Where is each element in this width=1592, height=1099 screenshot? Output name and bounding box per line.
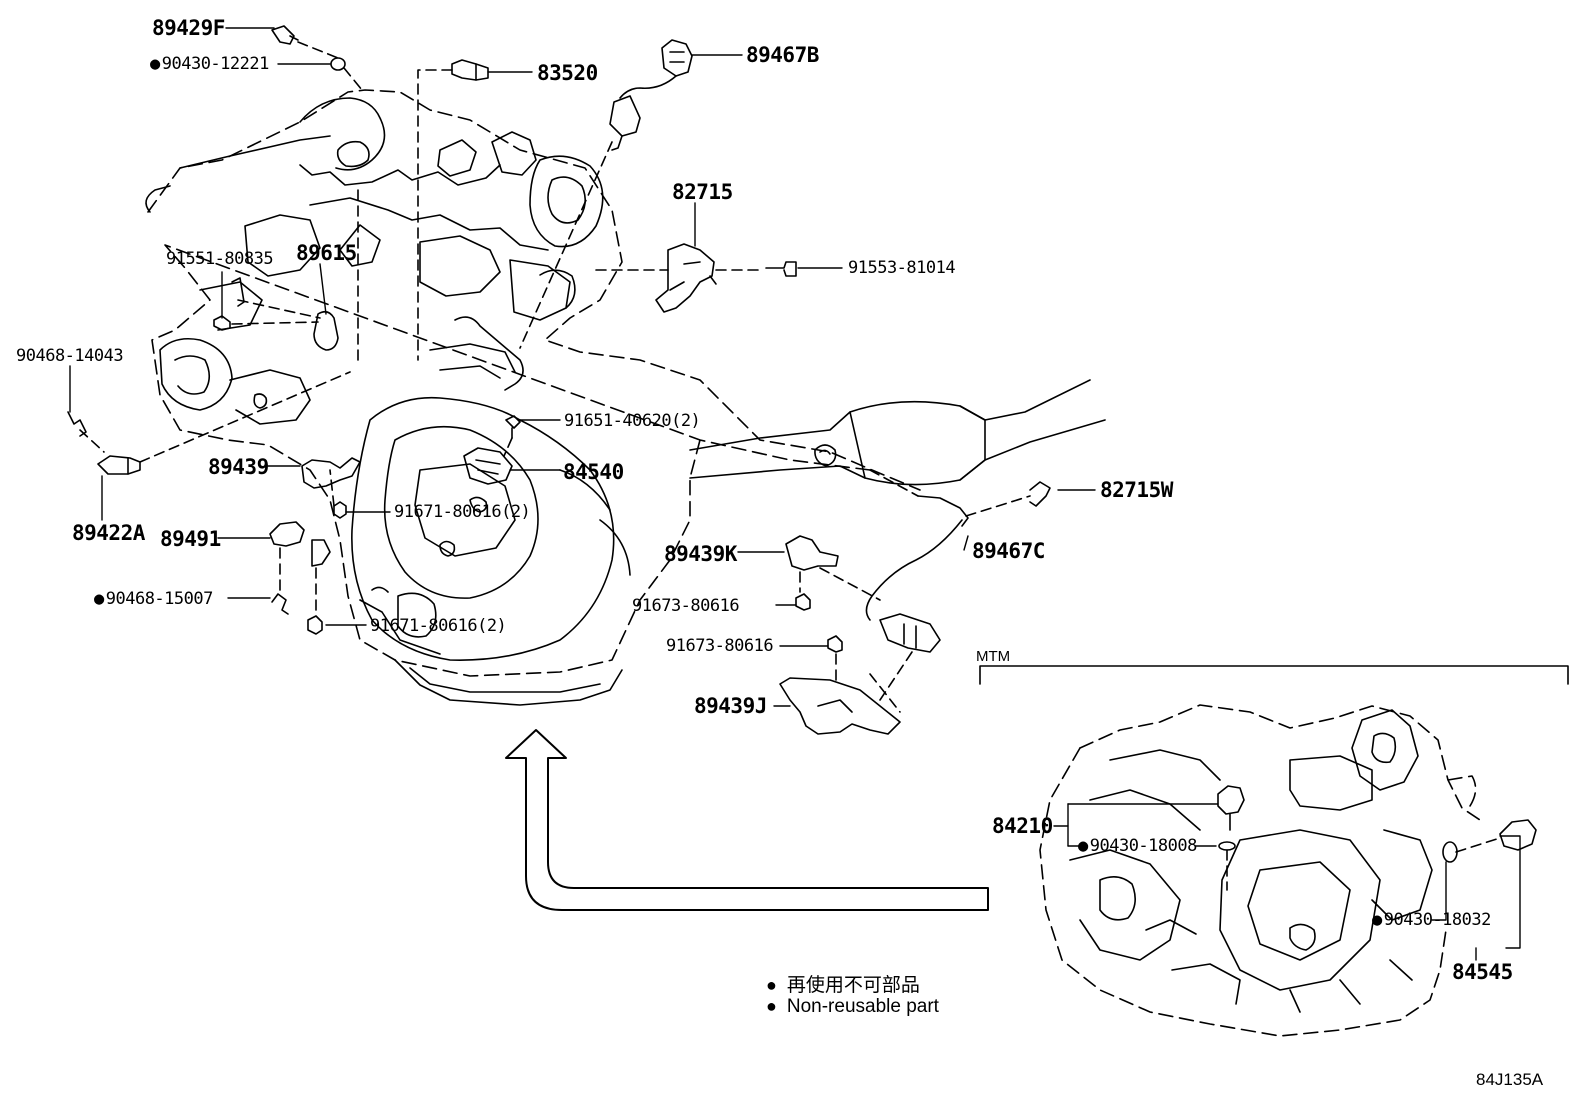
part-label-89467C: 89467C — [972, 539, 1045, 563]
legend-text-jp: 再使用不可部品 — [786, 975, 920, 996]
dashed-guide-lines — [79, 41, 1501, 891]
non-reusable-bullet-icon: ● — [766, 975, 777, 995]
legend-non-reusable-en: ● Non-reusable part — [766, 996, 939, 1018]
part-label-91671-80616-lower: 91671-80616(2) — [370, 616, 507, 636]
legend-non-reusable-jp: ● 再使用不可部品 — [766, 970, 920, 997]
part-label-82715W: 82715W — [1100, 478, 1173, 502]
part-label-89439K: 89439K — [664, 542, 737, 566]
transaxle-illustration — [145, 89, 1106, 706]
part-label-90468-15007: 90468-15007 — [94, 591, 214, 608]
illustration-reference-code: 84J135A — [1476, 1070, 1544, 1089]
mtm-group — [979, 665, 1569, 1037]
part-label-91553-81014: 91553-81014 — [848, 258, 956, 278]
legend-text-en: Non-reusable part — [786, 996, 939, 1017]
mtm-label: MTM — [976, 648, 1011, 665]
component-parts — [67, 25, 1537, 863]
part-label-91651-40620: 91651-40620(2) — [564, 411, 701, 431]
part-label-91673-80616-upper: 91673-80616 — [632, 596, 740, 616]
part-label-89439J: 89439J — [694, 694, 767, 718]
part-label-82715: 82715 — [672, 180, 733, 204]
mtm-arrow — [505, 729, 989, 911]
part-label-83520: 83520 — [537, 61, 598, 85]
part-label-89429F: 89429F — [152, 16, 225, 40]
part-label-90430-12221: 90430-12221 — [150, 56, 270, 73]
part-label-91671-80616-upper: 91671-80616(2) — [394, 502, 531, 522]
part-label-89422A: 89422A — [72, 521, 145, 545]
part-label-84540: 84540 — [563, 460, 624, 484]
part-label-84545: 84545 — [1452, 960, 1513, 984]
part-label-89439: 89439 — [208, 455, 269, 479]
part-label-91551-80835: 91551-80835 — [166, 249, 274, 269]
non-reusable-bullet-icon: ● — [766, 996, 777, 1016]
part-label-89491: 89491 — [160, 527, 221, 551]
part-label-90430-18008: 90430-18008 — [1078, 838, 1198, 855]
part-label-89615: 89615 — [296, 241, 357, 265]
part-label-89467B: 89467B — [746, 43, 819, 67]
part-label-90430-18032: 90430-18032 — [1372, 912, 1492, 929]
label-leaders — [69, 27, 1521, 961]
part-label-90468-14043: 90468-14043 — [16, 346, 124, 366]
part-label-84210: 84210 — [992, 814, 1053, 838]
part-label-91673-80616-lower: 91673-80616 — [666, 636, 774, 656]
